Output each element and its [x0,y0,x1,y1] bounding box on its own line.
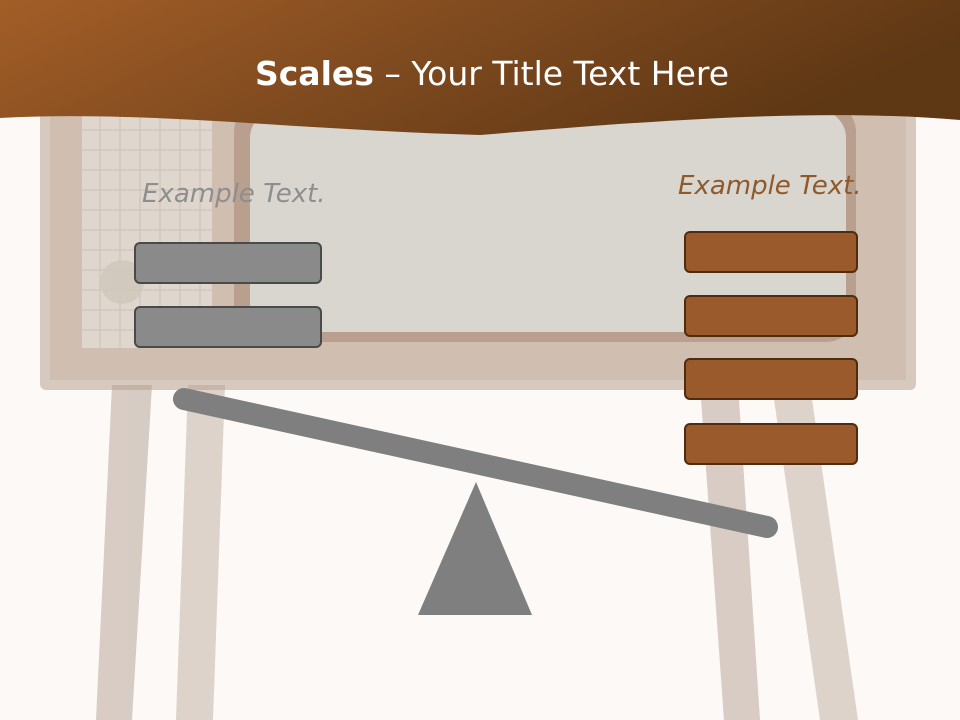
title-rest: – Your Title Text Here [373,54,730,93]
title-bold: Scales [254,54,374,93]
scale-fulcrum [418,482,532,615]
left-pan-label: Example Text. [142,179,326,209]
right-weight-block [684,358,858,400]
right-pan-label: Example Text. [678,171,862,201]
slide-title: Scales – Your Title Text Here [0,52,960,96]
left-weight-block [134,306,322,348]
right-weight-block [684,423,858,465]
scale-beam [173,388,778,538]
right-weight-block [684,295,858,337]
left-weight-block [134,242,322,284]
right-weight-block [684,231,858,273]
